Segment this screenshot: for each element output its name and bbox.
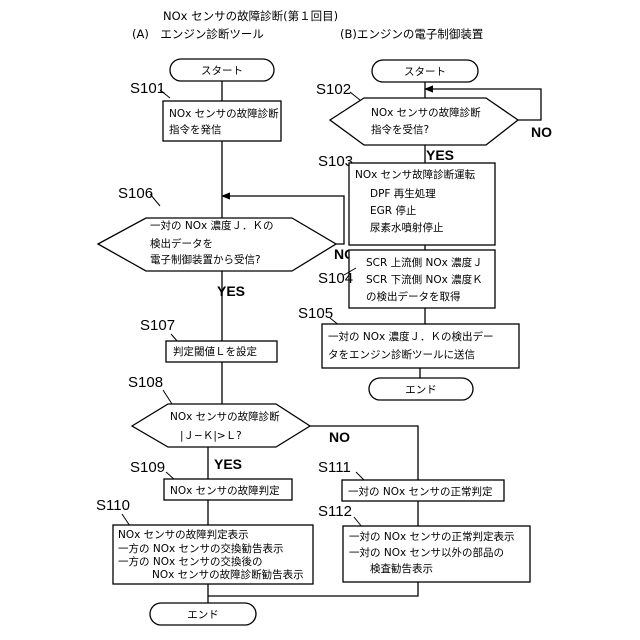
s104-line-3: の検出データを取得	[366, 290, 461, 303]
s110-line-3: 一方の NOx センサの交換後の	[118, 555, 263, 568]
s101-line-1: NOx センサの故障診断	[169, 107, 279, 120]
s103-label: S103	[318, 153, 353, 170]
s110-line-1: NOx センサの故障判定表示	[118, 528, 249, 541]
end-a-label: エンド	[187, 609, 219, 621]
s107-line-1: 判定閾値Ｌを設定	[173, 345, 257, 358]
s108-no-label: NO	[329, 429, 350, 445]
column-a-heading: (A) エンジン診断ツール	[132, 27, 264, 41]
end-b-label: エンド	[405, 384, 437, 396]
s102-decision	[330, 98, 518, 145]
s104-line-1: SCR 上流側 NOx 濃度Ｊ	[366, 256, 483, 269]
s106-line-1: 一対の NOx 濃度Ｊ．Ｋの	[150, 219, 274, 232]
s110-line-2: 一方の NOx センサの交換勧告表示	[118, 542, 284, 555]
s103-line-3: EGR 停止	[370, 204, 416, 217]
s106-line-2: 検出データを	[150, 237, 213, 250]
s112-label: S112	[318, 503, 352, 520]
s103-line-2: DPF 再生処理	[370, 187, 436, 200]
diagram-title: NOx センサの故障診断(第１回目)	[163, 9, 338, 23]
s106-yes-label: YES	[217, 283, 245, 299]
s108-yes-label: YES	[214, 456, 242, 472]
s105-label: S105	[298, 305, 333, 322]
s111-line-1: 一対の NOx センサの正常判定	[348, 485, 493, 498]
s110-line-4: NOx センサの故障診断勧告表示	[152, 568, 304, 581]
s103-line-1: NOx センサ故障診断運転	[355, 168, 476, 181]
s102-line-1: NOx センサの故障診断	[371, 106, 481, 119]
s102-no-label: NO	[531, 124, 552, 140]
s102-line-2: 指令を受信?	[371, 123, 429, 136]
s103-line-4: 尿素水噴射停止	[370, 221, 444, 234]
s112-line-1: 一対の NOx センサの正常判定表示	[349, 530, 515, 543]
s108-line-1: NOx センサの故障診断	[170, 410, 280, 423]
s108-label: S108	[128, 374, 163, 391]
start-b-label: スタート	[404, 66, 446, 78]
start-a-label: スタート	[201, 65, 243, 77]
s101-line-2: 指令を発信	[169, 123, 222, 136]
s109-label: S109	[130, 459, 165, 476]
s106-line-3: 電子制御装置から受信?	[150, 253, 261, 266]
s112-line-2: 一対の NOx センサ以外の部品の	[349, 546, 504, 559]
s101-label: S101	[130, 80, 165, 97]
s102-label: S102	[316, 81, 351, 98]
s104-line-2: SCR 下流側 NOx 濃度Ｋ	[366, 273, 483, 286]
s102-yes-label: YES	[426, 147, 454, 163]
s111-label: S111	[318, 459, 351, 476]
s106-label: S106	[118, 185, 153, 202]
column-b-heading: (B)エンジンの電子制御装置	[340, 27, 483, 41]
s105-line-1: 一対の NOx 濃度Ｊ．Ｋの検出デー	[328, 330, 494, 343]
s110-label: S110	[96, 497, 130, 514]
s109-line-1: NOx センサの故障判定	[170, 484, 280, 497]
s108-line-2: |Ｊ−Ｋ|>Ｌ?	[180, 430, 242, 442]
s105-line-2: タをエンジン診断ツールに送信	[328, 348, 475, 361]
s107-label: S107	[140, 317, 175, 334]
s112-line-3: 検査勧告表示	[370, 562, 433, 575]
